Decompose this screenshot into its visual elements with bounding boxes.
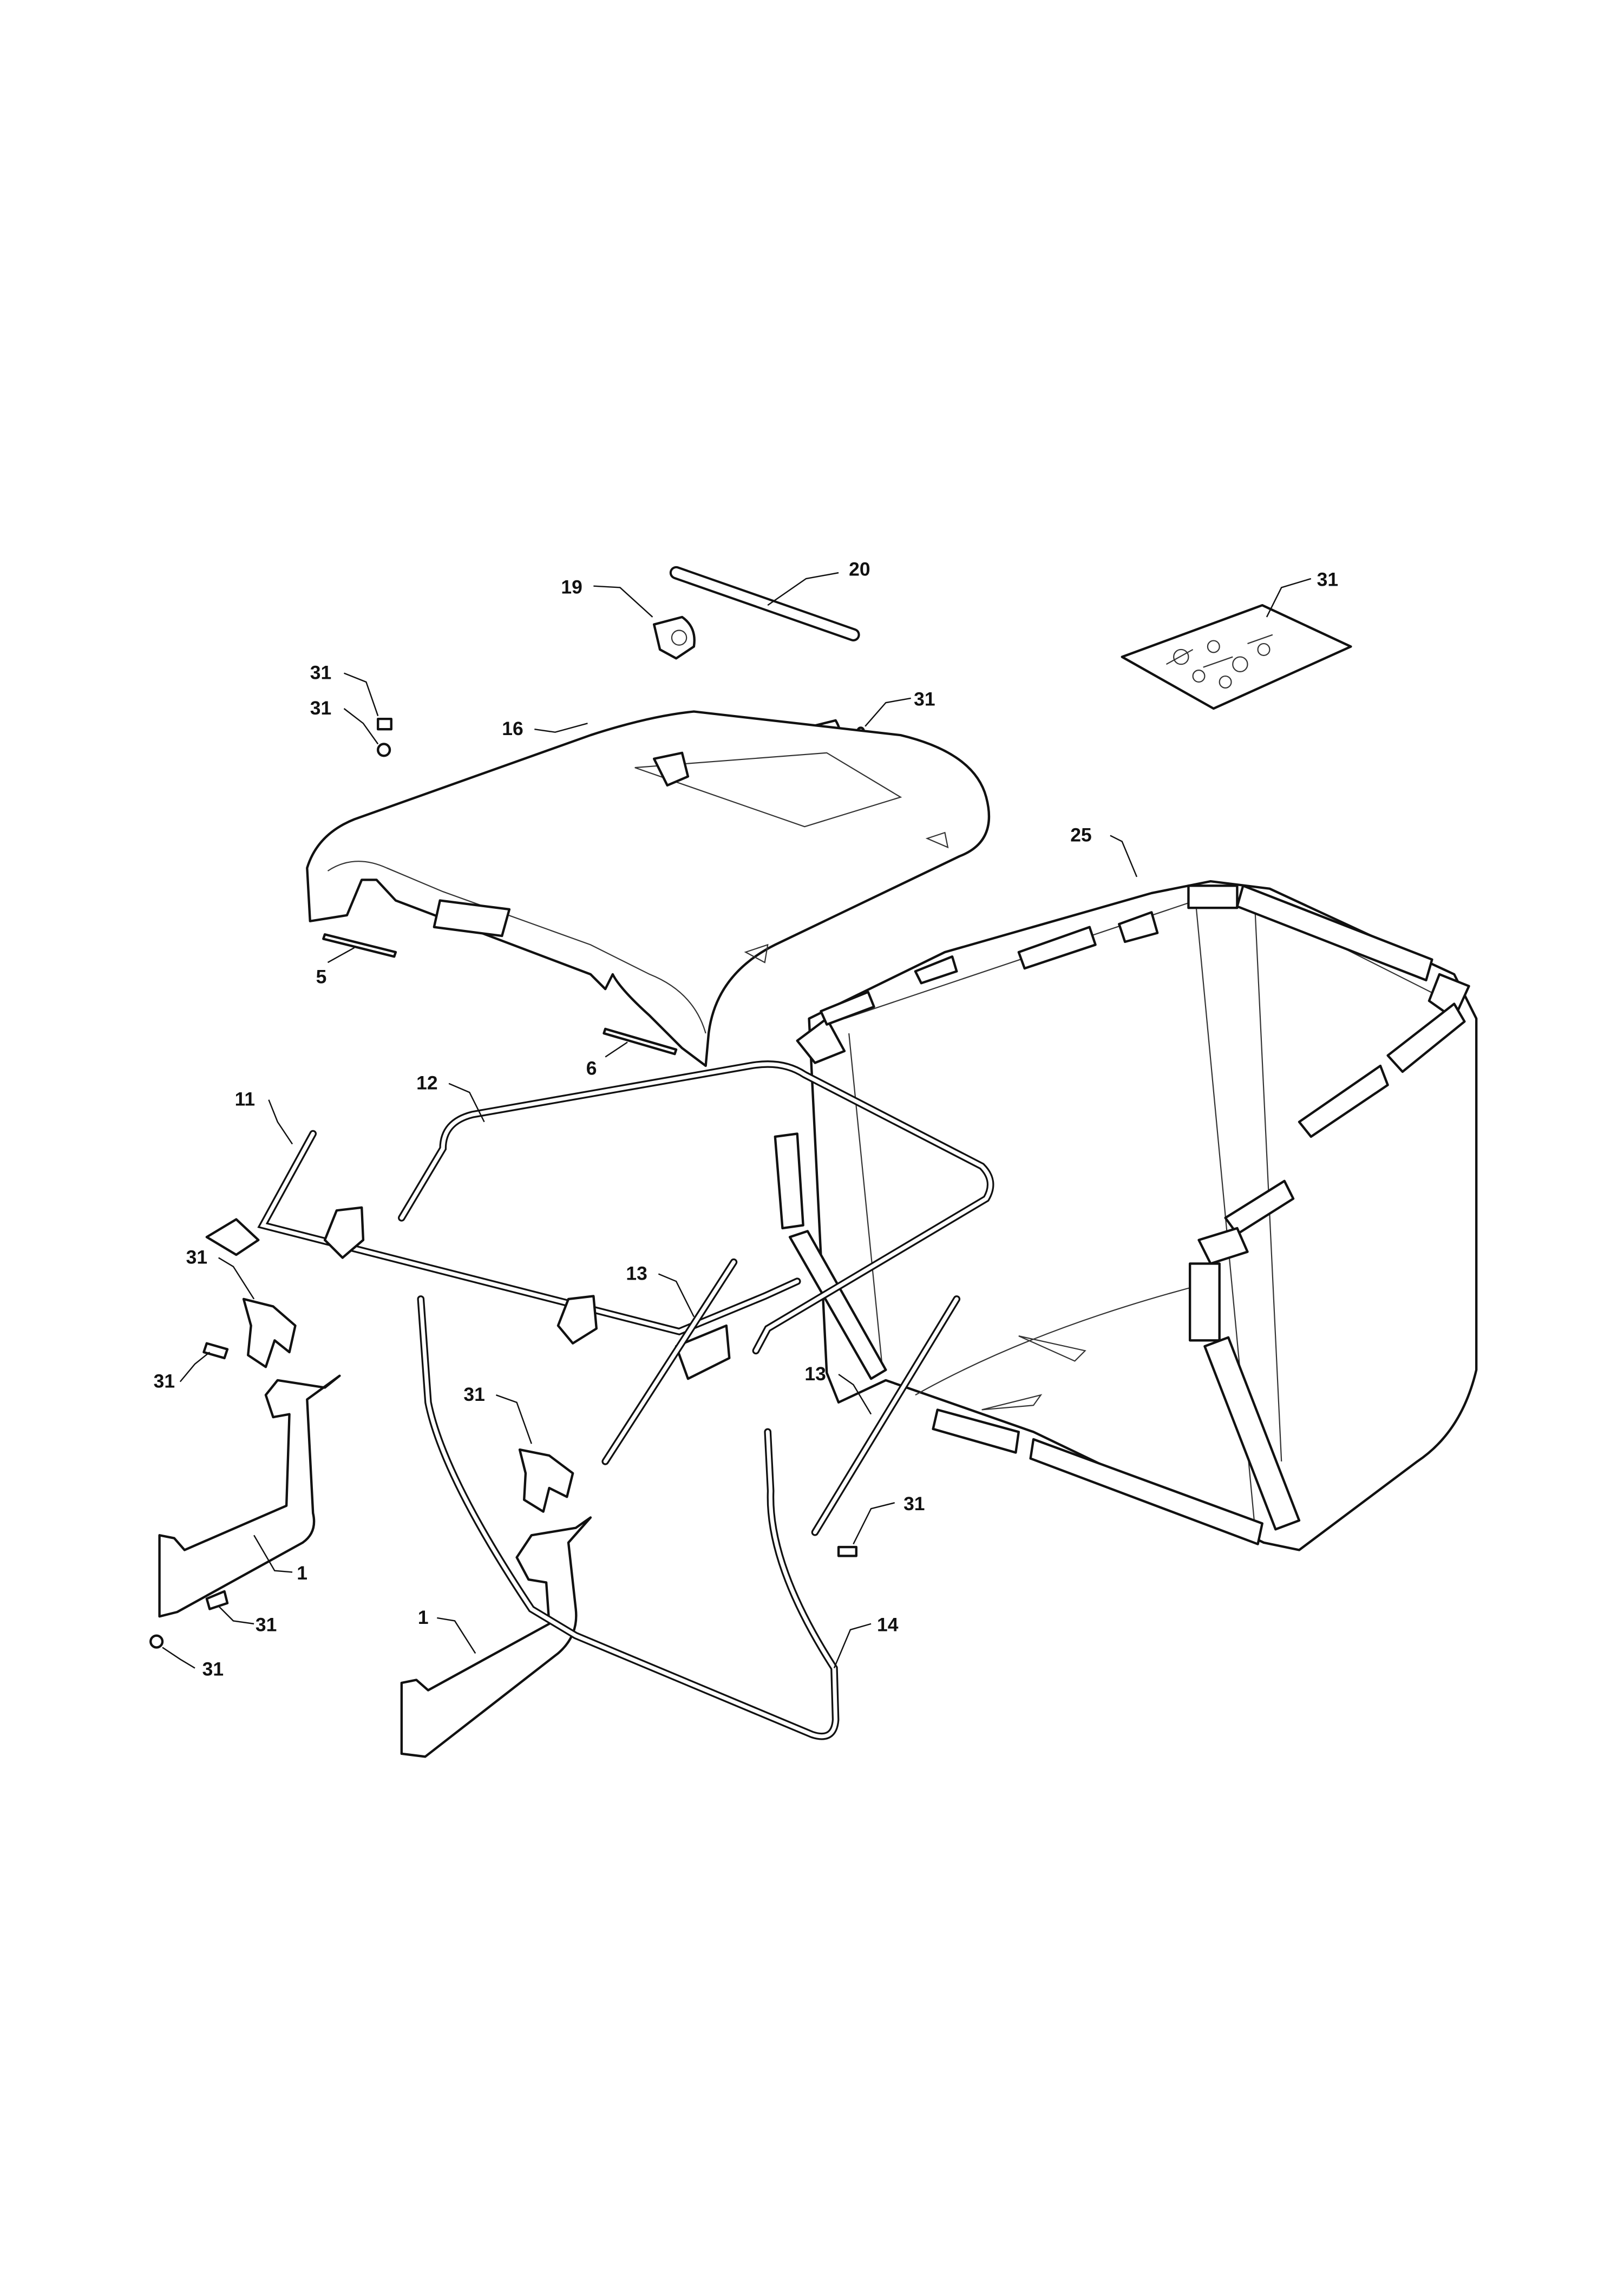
part-12-handle-frame	[398, 1060, 994, 1355]
part-6-strip	[603, 1027, 678, 1056]
part-16-cover	[306, 710, 991, 1067]
callout-31: 31	[1317, 569, 1338, 591]
part-13-rod	[601, 1258, 961, 1536]
callout-31: 31	[154, 1371, 175, 1392]
callout-13: 13	[804, 1363, 826, 1385]
callout-31: 31	[903, 1493, 925, 1515]
callout-5: 5	[316, 966, 327, 987]
part-11-hinge-bar	[205, 1130, 801, 1380]
callout-14: 14	[877, 1614, 899, 1636]
part-31-hardware-bag	[1121, 604, 1352, 710]
callout-6: 6	[586, 1057, 597, 1079]
callout-labels: 20 19 31 31 31 16 31 25 5 6 11 12 13 31 …	[154, 559, 1338, 1680]
callout-31: 31	[256, 1614, 277, 1636]
part-20-rod	[669, 566, 860, 641]
callout-1: 1	[418, 1607, 429, 1628]
callout-16: 16	[502, 718, 523, 739]
part-25-grass-bag	[774, 880, 1478, 1551]
callout-12: 12	[416, 1072, 437, 1094]
part-31-bracket	[242, 1297, 297, 1368]
part-1-bracket-left	[158, 1374, 341, 1618]
callout-31: 31	[186, 1246, 207, 1268]
part-31-bracket-2	[518, 1448, 574, 1513]
part-5-strip	[322, 933, 397, 958]
callout-31: 31	[914, 689, 935, 710]
part-19-clip	[653, 615, 696, 660]
callout-11: 11	[235, 1089, 255, 1110]
callout-31: 31	[463, 1384, 484, 1405]
part-31-screws	[149, 1342, 857, 1649]
part-1-bracket-right	[400, 1516, 592, 1758]
callout-19: 19	[561, 576, 582, 598]
callout-31: 31	[310, 661, 331, 683]
callout-13: 13	[626, 1262, 647, 1284]
part-14-u-frame	[417, 1295, 840, 1740]
callout-31: 31	[310, 697, 331, 719]
callout-31: 31	[202, 1658, 224, 1680]
leader-lines	[162, 572, 1312, 1669]
callout-20: 20	[849, 559, 870, 580]
callout-1: 1	[297, 1562, 307, 1584]
callout-25: 25	[1070, 824, 1091, 845]
